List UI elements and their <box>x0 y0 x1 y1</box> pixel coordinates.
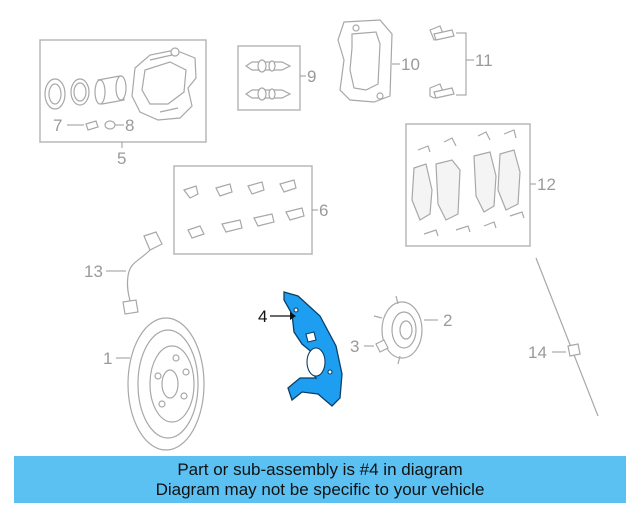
callout-13: 13 <box>84 262 103 281</box>
hub-bearing[interactable]: 2 <box>373 295 452 365</box>
brake-rotor[interactable]: 1 <box>103 317 205 451</box>
callout-11: 11 <box>475 51 493 70</box>
caliper-bracket[interactable]: 10 <box>337 19 420 103</box>
banner-line-2: Diagram may not be specific to your vehi… <box>155 479 485 499</box>
callout-12: 12 <box>537 175 556 194</box>
callout-4: 4 <box>258 307 267 326</box>
speed-sensor-wire[interactable]: 14 <box>528 257 599 417</box>
callout-14: 14 <box>528 343 547 362</box>
callout-6: 6 <box>319 201 328 220</box>
callout-3: 3 <box>350 337 359 356</box>
hardware-clip-group[interactable]: 6 <box>173 165 328 255</box>
guide-pin-group[interactable]: 9 <box>237 45 316 111</box>
wear-sensor[interactable]: 13 <box>84 231 163 315</box>
callout-10: 10 <box>401 55 420 74</box>
parts-diagram: 7 8 5 9 10 11 <box>39 19 599 451</box>
callout-1: 1 <box>103 349 112 368</box>
caliper-kit-group[interactable]: 7 8 5 <box>39 39 207 168</box>
dust-shield-highlighted[interactable]: 4 <box>258 291 343 407</box>
callout-5: 5 <box>117 149 126 168</box>
banner-line-1: Part or sub-assembly is #4 in diagram <box>177 459 463 479</box>
bracket-bolts[interactable]: 11 <box>429 25 493 99</box>
callout-9: 9 <box>307 67 316 86</box>
callout-7: 7 <box>53 116 62 135</box>
brake-pad-group[interactable]: 12 <box>405 123 556 247</box>
callout-2: 2 <box>443 311 452 330</box>
callout-8: 8 <box>125 116 134 135</box>
info-banner: Part or sub-assembly is #4 in diagram Di… <box>14 456 626 503</box>
hub-bolt[interactable]: 3 <box>350 337 389 356</box>
